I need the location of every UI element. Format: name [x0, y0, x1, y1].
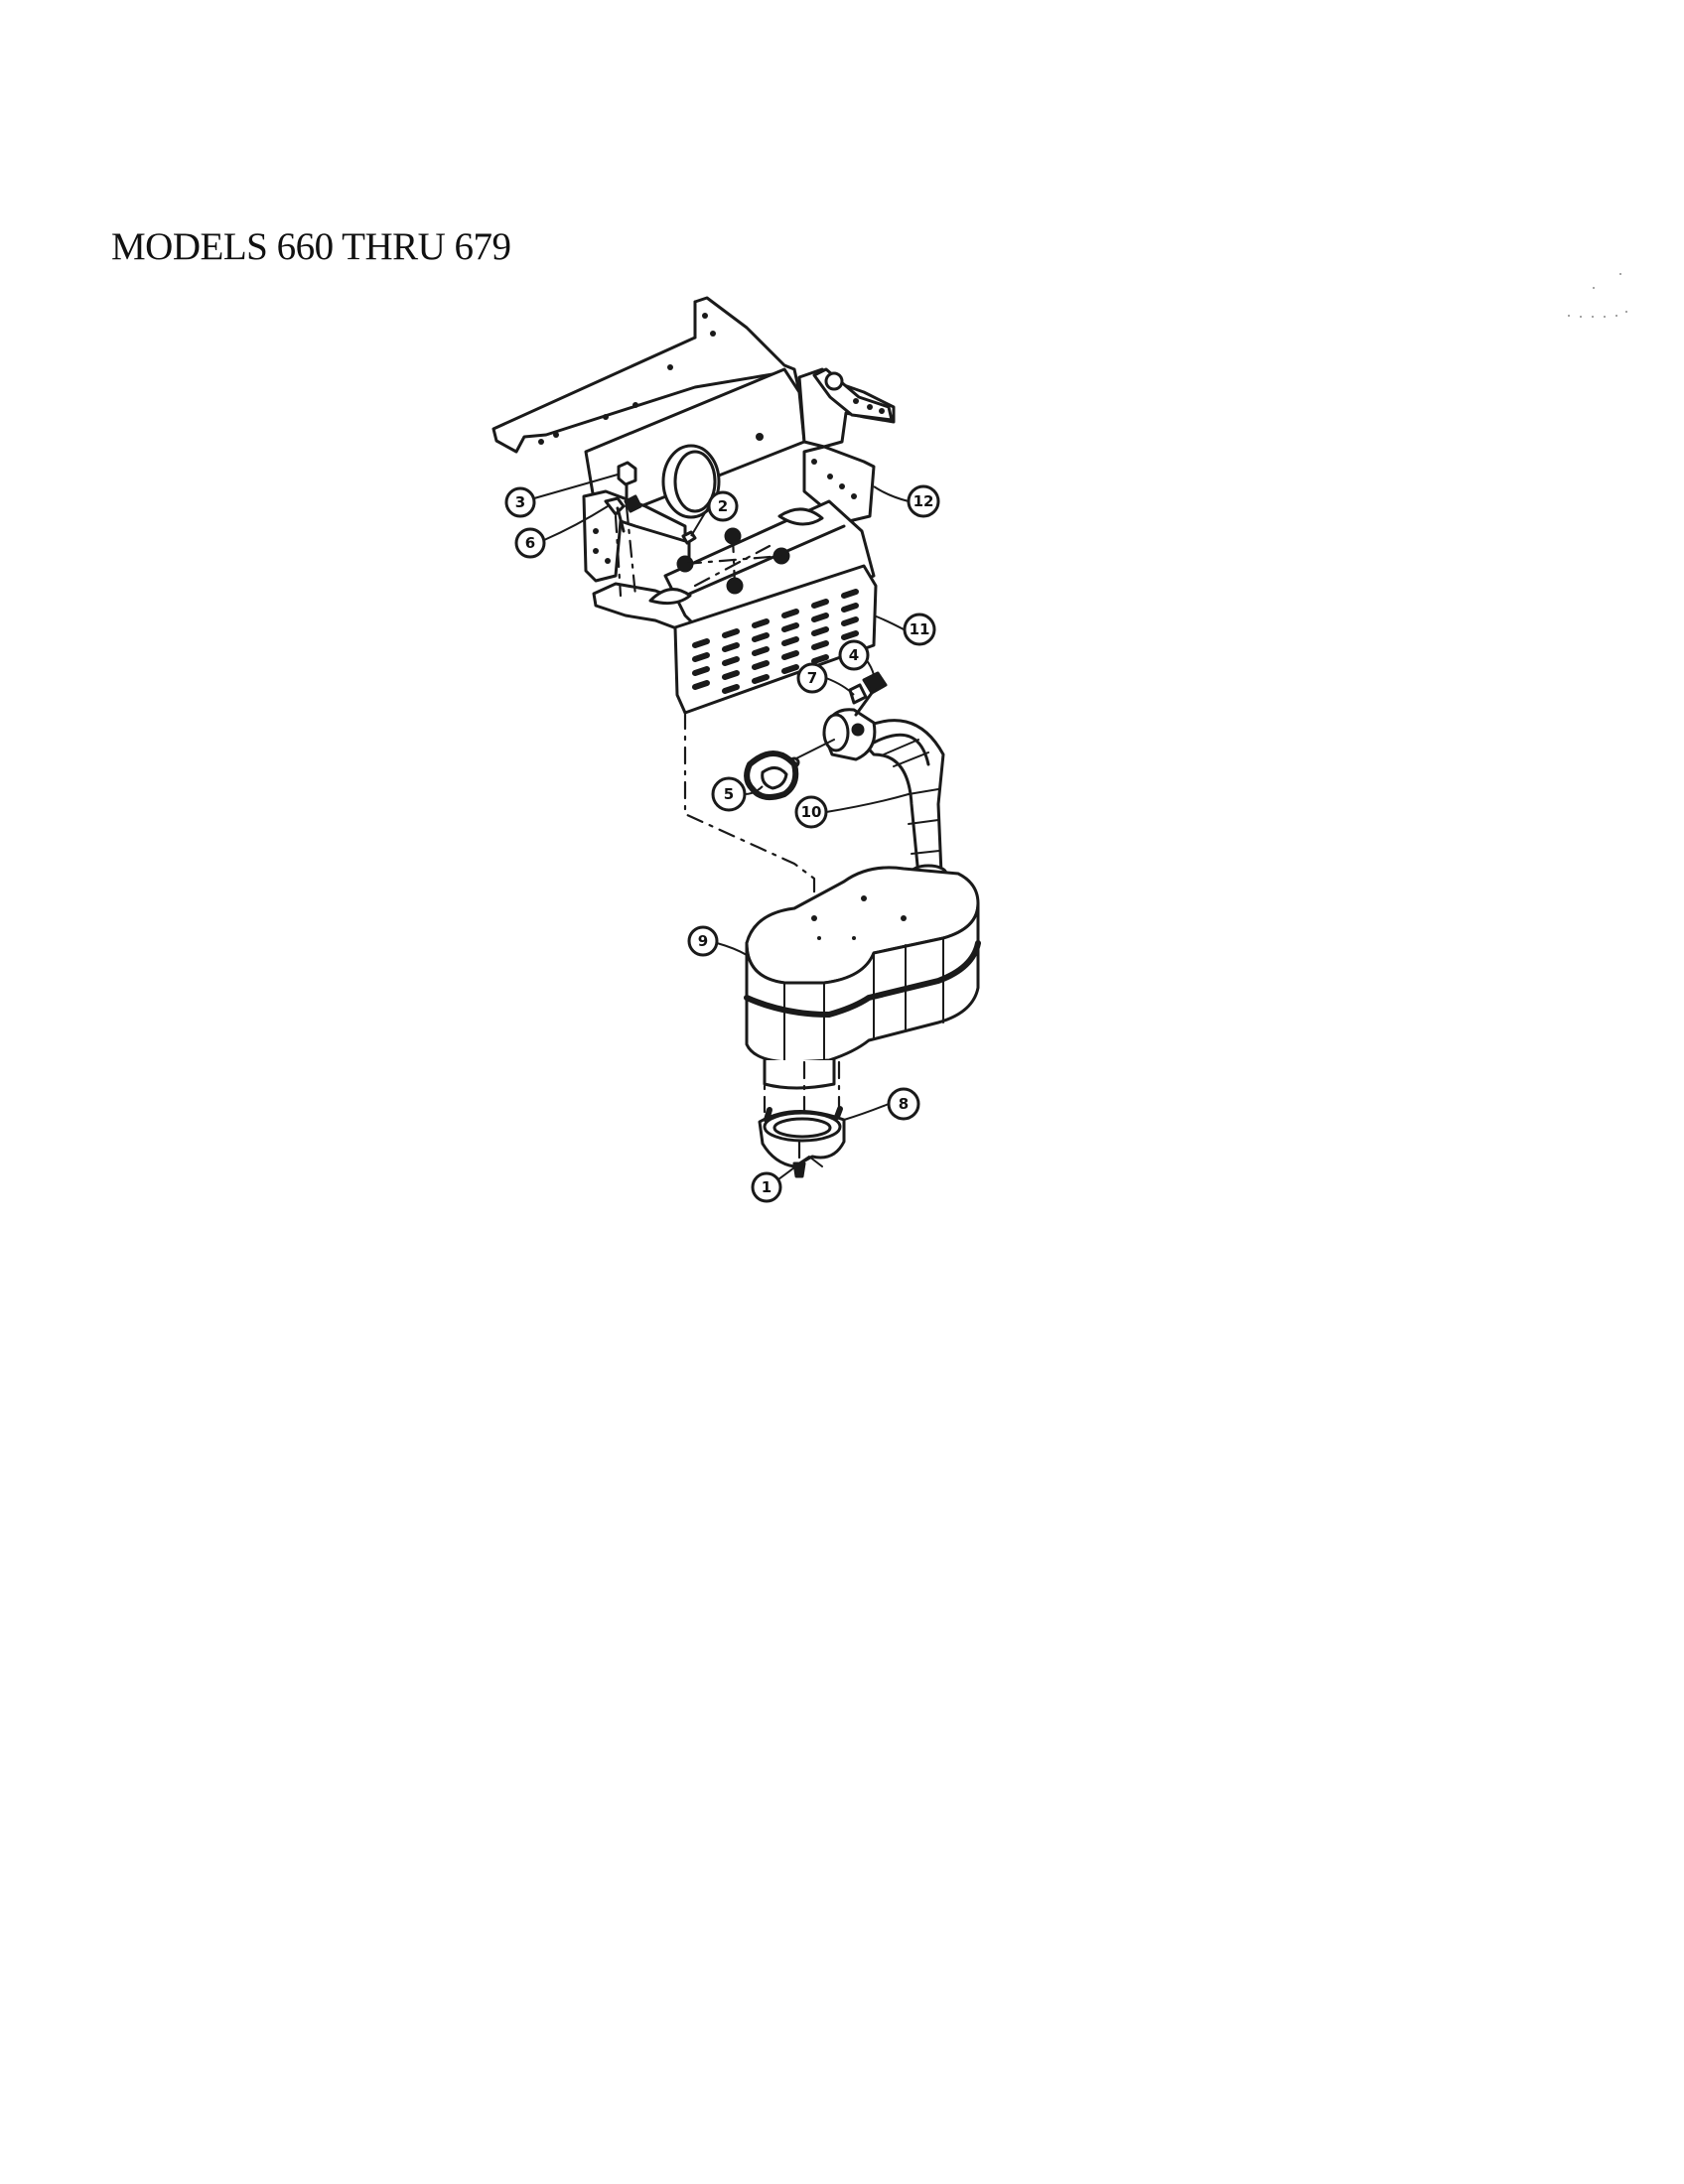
callout-10-label: 10	[801, 803, 822, 821]
scan-specks	[1568, 273, 1627, 318]
callout-8-label: 8	[899, 1095, 909, 1113]
callout-2: 2	[707, 490, 739, 522]
callout-4-label: 4	[849, 646, 859, 664]
frame-bracket	[491, 296, 896, 583]
exhaust-gasket	[744, 751, 799, 801]
muffler	[744, 866, 981, 1090]
callout-5-label: 5	[724, 785, 734, 803]
callout-3-label: 3	[515, 493, 525, 511]
heat-shield	[592, 499, 878, 715]
callout-11-label: 11	[910, 620, 930, 638]
callout-8: 8	[887, 1087, 920, 1121]
spark-deflector	[758, 1106, 846, 1168]
callout-1: 1	[751, 1171, 782, 1203]
callout-10: 10	[794, 795, 828, 829]
callout-9-label: 9	[698, 932, 708, 950]
callout-12: 12	[907, 484, 940, 518]
callout-5: 5	[711, 776, 747, 812]
callout-3: 3	[504, 486, 536, 518]
callout-4: 4	[838, 639, 870, 671]
callout-12-label: 12	[913, 492, 934, 510]
flange-bolt	[788, 671, 888, 768]
callout-6-top-label: 6	[525, 534, 535, 552]
callout-6-top: 6	[514, 527, 546, 559]
callout-2-label: 2	[718, 497, 728, 515]
callout-11: 11	[903, 613, 936, 646]
callout-1-label: 1	[762, 1178, 772, 1196]
callout-7: 7	[796, 662, 828, 694]
callout-9: 9	[687, 925, 719, 957]
page-title: MODELS 660 THRU 679	[111, 225, 511, 268]
exhaust-pipe	[822, 708, 948, 884]
callout-7-label: 7	[807, 669, 817, 687]
